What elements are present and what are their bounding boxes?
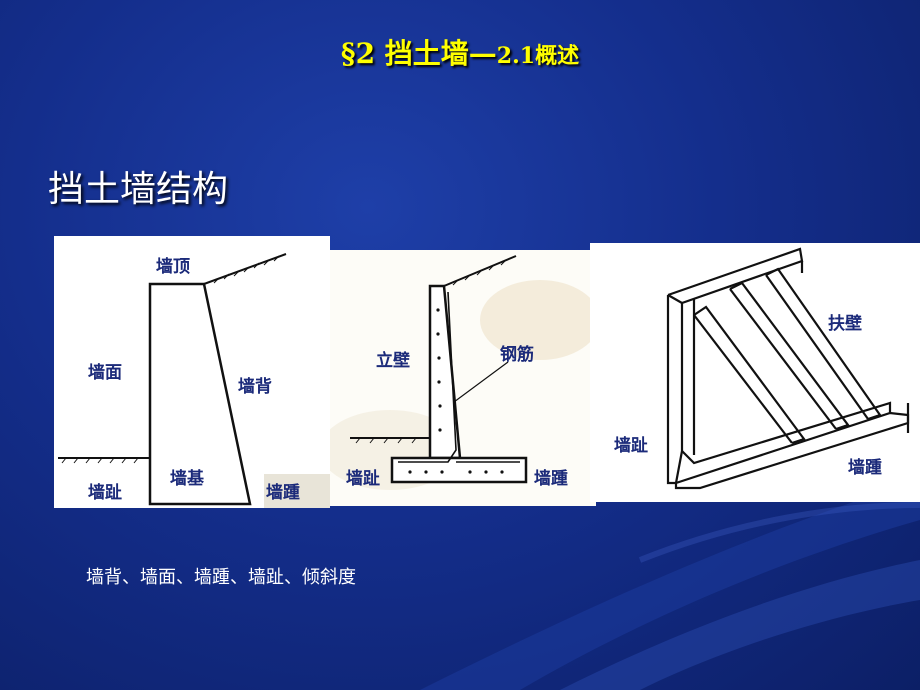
label-wall-top: 墙顶 — [156, 256, 190, 277]
heel-label-bg — [264, 474, 330, 508]
title-suffix: 2.1概述 — [496, 43, 580, 69]
label-rebar: 钢筋 — [500, 344, 534, 365]
gravity-wall-body — [148, 282, 252, 506]
label-wall-heel: 墙踵 — [266, 482, 300, 503]
label-stem: 立壁 — [376, 350, 410, 371]
label-wall-toe: 墙趾 — [88, 482, 122, 503]
title-main: §2 挡土墙 — [340, 37, 469, 70]
label-wall-back: 墙背 — [238, 376, 272, 397]
cantilever-wall-diagram: 立壁 钢筋 墙趾 墙踵 — [330, 250, 596, 506]
label-toe-3: 墙趾 — [614, 435, 648, 456]
slide-title: §2 挡土墙—2.1概述 — [0, 32, 920, 72]
label-heel-3: 墙踵 — [848, 457, 882, 478]
slide-caption: 墙背、墙面、墙踵、墙趾、倾斜度 — [86, 567, 356, 588]
label-wall-base: 墙基 — [170, 468, 205, 489]
buttress-wall-diagram: 扶壁 墙趾 墙踵 — [590, 243, 920, 502]
ground-hatch — [61, 457, 139, 464]
label-heel: 墙踵 — [534, 468, 568, 489]
rebar-dots — [408, 308, 504, 474]
section-heading: 挡土墙结构 — [48, 169, 229, 210]
title-dash: — — [468, 37, 497, 70]
gravity-wall-diagram: 墙顶 墙面 墙背 墙基 墙趾 墙踵 — [54, 236, 330, 508]
buttress-wall-frame — [666, 247, 910, 490]
rebar-line — [398, 291, 457, 463]
label-buttress: 扶壁 — [828, 313, 862, 334]
backfill-hatch — [213, 255, 280, 284]
label-wall-face: 墙面 — [88, 362, 122, 383]
label-toe: 墙趾 — [346, 468, 380, 489]
